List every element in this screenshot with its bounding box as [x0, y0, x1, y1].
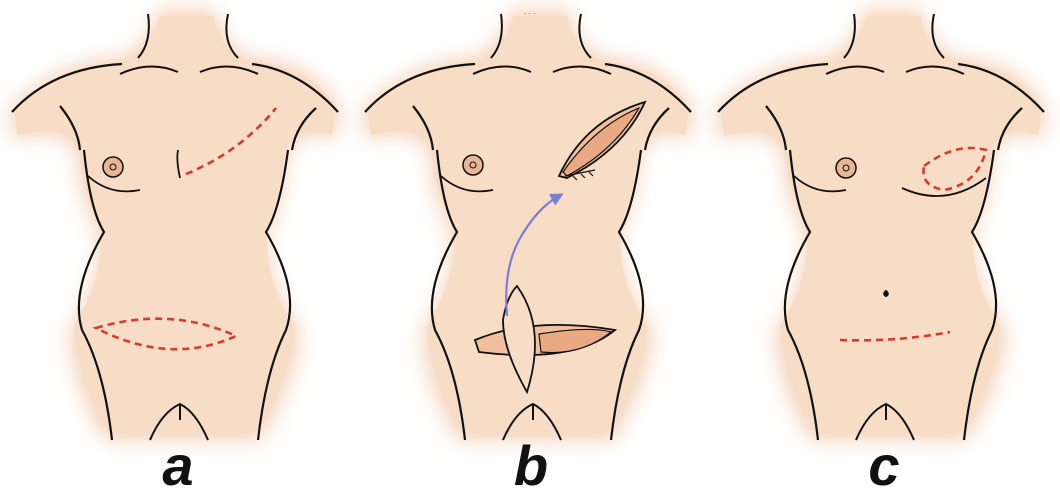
nipple-b — [463, 155, 483, 175]
panel-b — [363, 10, 693, 440]
panel-a — [10, 10, 340, 440]
nipple-a — [103, 157, 123, 177]
nipple-c — [836, 158, 856, 178]
torso-c — [716, 10, 1046, 440]
torso-b — [363, 10, 693, 440]
panel-label-c: c — [844, 438, 924, 494]
panel-label-b: b — [491, 438, 571, 494]
figure-caption: … — [0, 4, 1060, 14]
panel-label-a: a — [138, 438, 218, 494]
panel-c — [716, 10, 1046, 440]
torso-a — [10, 10, 340, 440]
